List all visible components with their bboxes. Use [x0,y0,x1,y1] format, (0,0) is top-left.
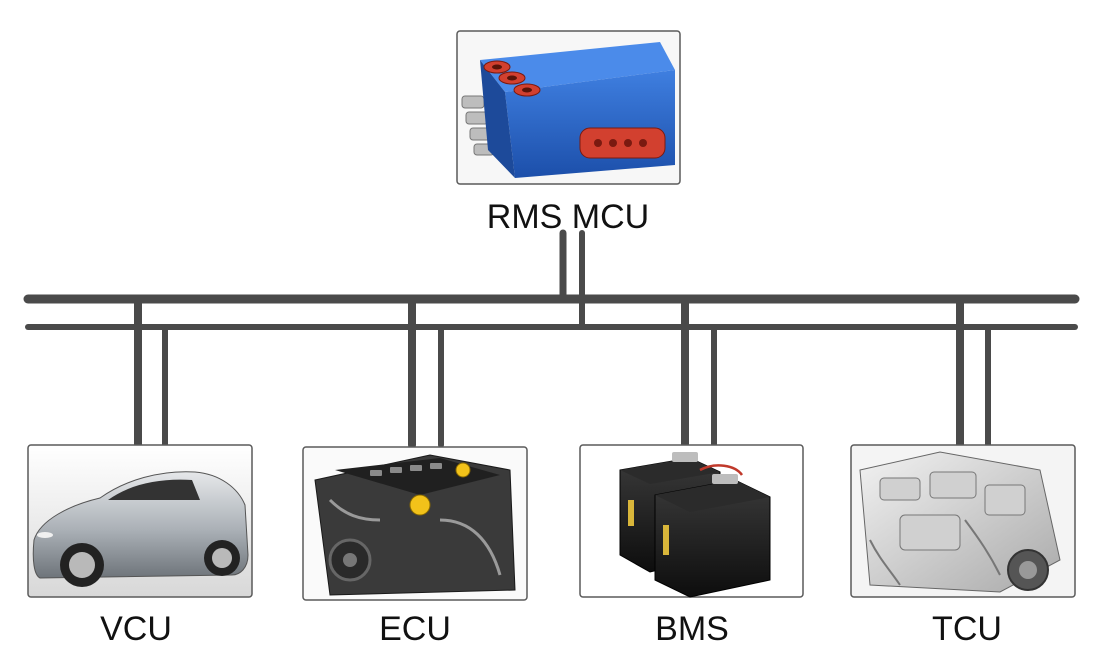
can-bus [23,229,1080,449]
node-vcu: VCU [27,444,253,648]
ecu-label: ECU [379,610,451,648]
bms-label: BMS [655,610,729,648]
car-image [32,471,249,587]
node-mcu: RMS MCU [456,30,681,236]
node-bms: BMS [579,444,804,648]
node-ecu: ECU [302,446,528,648]
engine-image [314,454,516,596]
transmission-image [859,451,1061,593]
vcu-label: VCU [100,610,172,648]
motor-controller-image [461,42,675,178]
node-tcu: TCU [850,444,1076,648]
tcu-label: TCU [932,610,1002,648]
mcu-label: RMS MCU [487,198,649,236]
battery-image [619,452,771,598]
